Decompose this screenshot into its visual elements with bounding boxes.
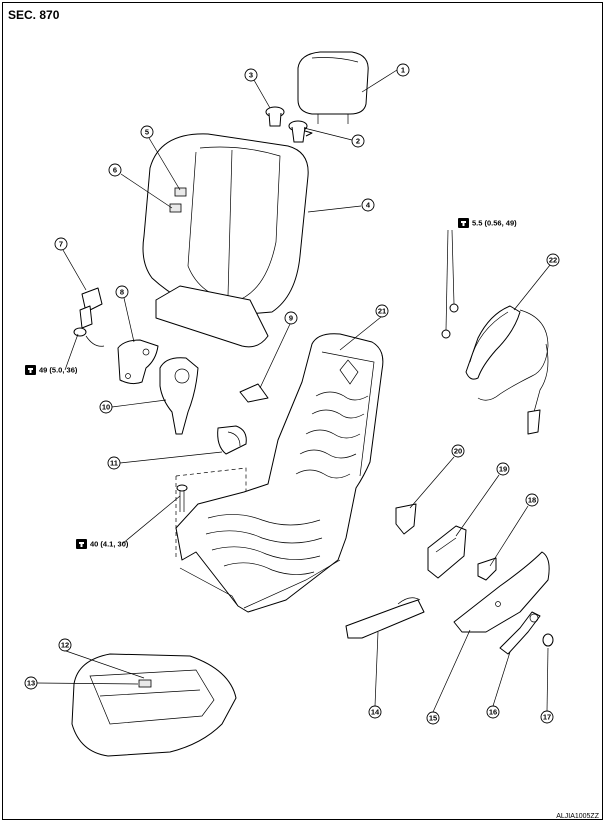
- svg-text:13: 13: [27, 679, 35, 688]
- svg-text:19: 19: [499, 465, 507, 474]
- part-headrest-holder-lock: [288, 120, 313, 143]
- part-mounting-bolt: [176, 484, 188, 512]
- torque-spec-buckle-bolt: 49 (5.0, 36): [25, 365, 78, 375]
- callout-14: 14: [368, 705, 382, 719]
- part-label-upper: [174, 187, 187, 197]
- part-label-lower: [169, 203, 182, 213]
- svg-text:15: 15: [429, 714, 437, 723]
- callout-3: 3: [244, 68, 258, 82]
- callout-4: 4: [361, 198, 375, 212]
- part-seatback-trim: [142, 133, 309, 348]
- svg-text:49 (5.0, 36): 49 (5.0, 36): [39, 366, 78, 375]
- svg-text:40 (4.1, 30): 40 (4.1, 30): [90, 540, 129, 549]
- part-recliner-lever: [499, 611, 541, 655]
- part-small-finisher: [239, 383, 269, 403]
- callout-9: 9: [284, 311, 298, 325]
- callout-5: 5: [140, 125, 154, 139]
- section-title: SEC. 870: [8, 8, 60, 22]
- part-cover: [217, 425, 247, 455]
- torque-spec-seat-bolt: 40 (4.1, 30): [76, 539, 129, 549]
- svg-text:6: 6: [113, 166, 117, 175]
- svg-text:7: 7: [59, 240, 63, 249]
- svg-text:10: 10: [102, 403, 110, 412]
- svg-text:14: 14: [371, 708, 380, 717]
- svg-text:5.5 (0.56, 49): 5.5 (0.56, 49): [472, 219, 517, 228]
- callout-18: 18: [525, 493, 539, 507]
- callout-7: 7: [54, 237, 68, 251]
- callout-22: 22: [546, 253, 560, 267]
- part-headrest-holder-free: [265, 106, 285, 127]
- part-ring: [542, 633, 554, 647]
- svg-text:16: 16: [489, 708, 497, 717]
- svg-text:18: 18: [528, 496, 536, 505]
- part-rail-finisher: [345, 597, 425, 639]
- callout-13: 13: [24, 676, 38, 690]
- part-outer-finisher: [453, 551, 550, 633]
- callout-21: 21: [375, 304, 389, 318]
- torque-spec-airbag-nut: 5.5 (0.56, 49): [458, 218, 517, 228]
- svg-text:2: 2: [356, 137, 360, 146]
- svg-text:22: 22: [549, 256, 557, 265]
- svg-text:21: 21: [378, 307, 386, 316]
- callout-10: 10: [99, 400, 113, 414]
- svg-text:4: 4: [366, 201, 371, 210]
- part-airbag-nuts: [441, 303, 459, 339]
- part-headrest: [297, 51, 369, 124]
- part-outer-side-cover: [159, 357, 199, 435]
- svg-text:17: 17: [543, 713, 551, 722]
- callout-6: 6: [108, 163, 122, 177]
- callout-17: 17: [540, 710, 554, 724]
- callout-12: 12: [58, 638, 72, 652]
- leader-lines: [36, 69, 551, 713]
- callout-20: 20: [451, 444, 465, 458]
- callout-1: 1: [396, 63, 410, 77]
- torque-wrench-icon: [25, 365, 36, 375]
- callout-8: 8: [115, 285, 129, 299]
- torque-wrench-icon: [458, 218, 469, 228]
- callout-2: 2: [351, 134, 365, 148]
- callout-15: 15: [426, 711, 440, 725]
- part-seatbelt-buckle: [73, 287, 105, 347]
- part-clip: [395, 503, 417, 535]
- svg-text:12: 12: [61, 641, 69, 650]
- svg-text:3: 3: [249, 71, 253, 80]
- svg-text:9: 9: [289, 314, 293, 323]
- part-cushion-label: [138, 679, 152, 688]
- svg-text:5: 5: [145, 128, 149, 137]
- callout-19: 19: [496, 462, 510, 476]
- svg-text:11: 11: [110, 459, 118, 468]
- figure-id: ALJIA1005ZZ: [556, 813, 599, 820]
- svg-text:8: 8: [120, 288, 124, 297]
- torque-wrench-icon: [76, 539, 87, 549]
- callout-16: 16: [486, 705, 500, 719]
- part-seat-cushion-trim: [71, 653, 237, 757]
- part-inner-finisher: [427, 525, 467, 579]
- svg-text:20: 20: [454, 447, 462, 456]
- part-side-airbag-module: [465, 305, 549, 435]
- part-inner-side-cover: [117, 339, 159, 385]
- svg-text:1: 1: [401, 66, 405, 75]
- callout-11: 11: [107, 456, 121, 470]
- part-seat-frame: [175, 333, 384, 613]
